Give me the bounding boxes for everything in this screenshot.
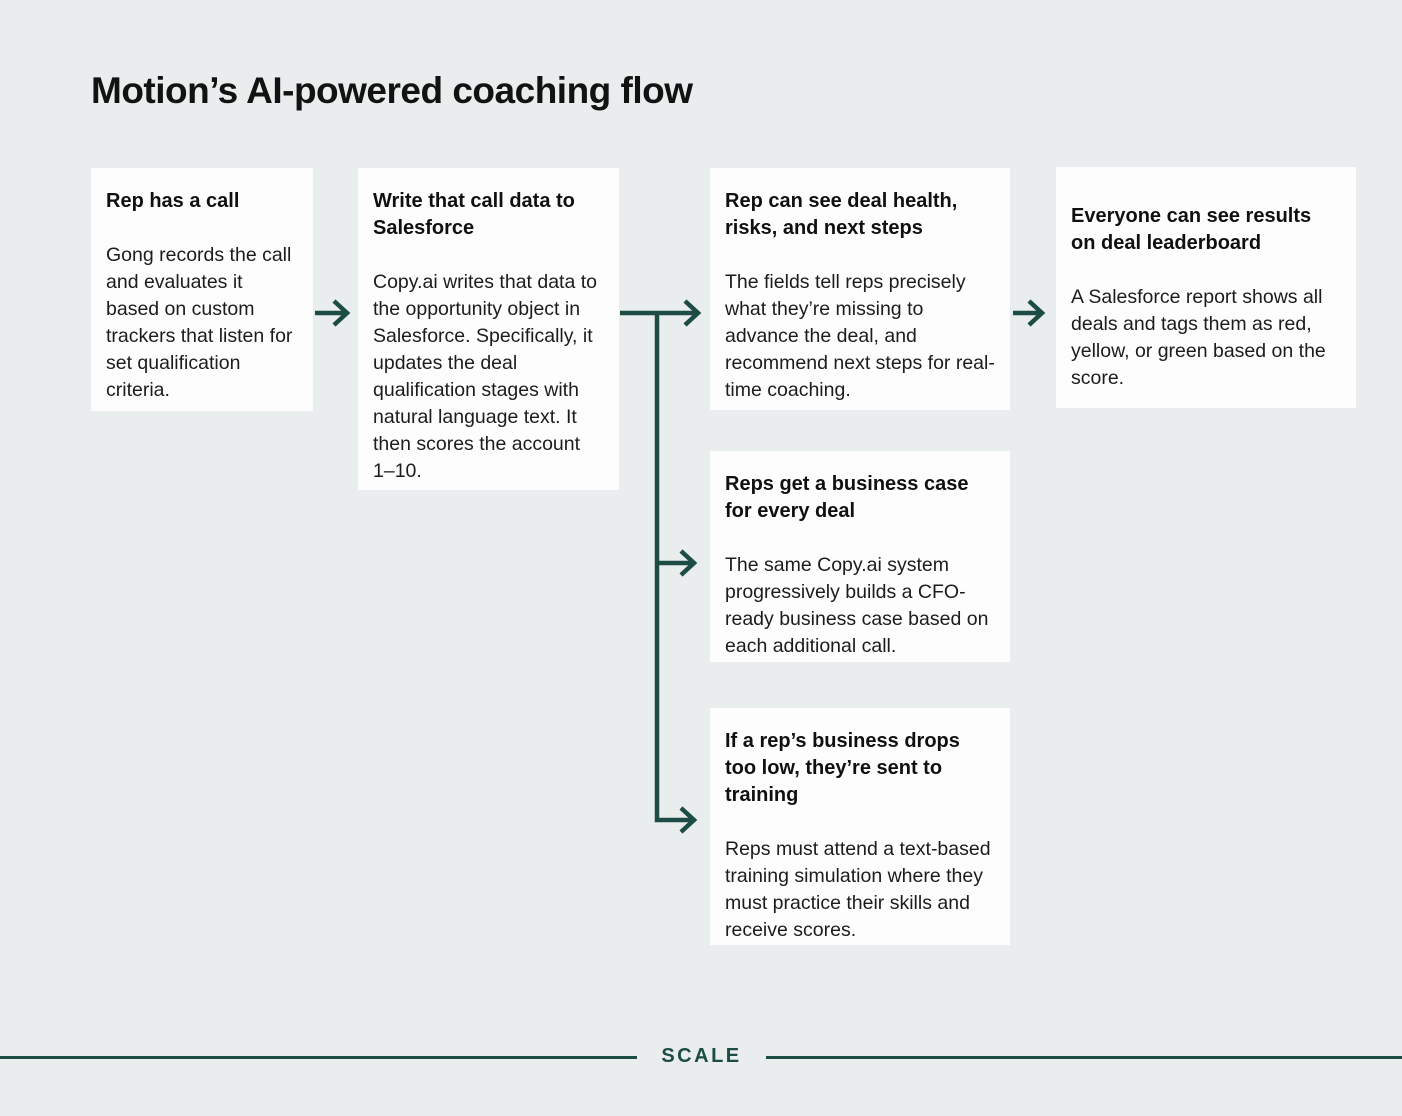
arrow-step3-to-step4-icon [1013, 299, 1046, 327]
flow-card-rep-has-call: Rep has a call Gong records the call and… [91, 168, 313, 411]
card-body: Copy.ai writes that data to the opportun… [373, 271, 598, 482]
card-title: Rep can see deal health, risks, and next… [725, 190, 958, 239]
card-body: Gong records the call and evaluates it b… [106, 244, 293, 401]
card-title: Write that call data to Salesforce [373, 190, 575, 239]
card-body: A Salesforce report shows all deals and … [1071, 286, 1326, 389]
arrow-branch-to-business-case-icon [657, 549, 698, 577]
flow-card-deal-health: Rep can see deal health, risks, and next… [710, 168, 1010, 410]
footer-divider-left [0, 1056, 637, 1059]
card-title: If a rep’s business drops too low, they’… [725, 730, 960, 806]
card-body: The fields tell reps precisely what they… [725, 271, 995, 401]
footer-divider-right [766, 1056, 1402, 1059]
flow-card-deal-leaderboard: Everyone can see results on deal leaderb… [1056, 167, 1356, 408]
card-title: Everyone can see results on deal leaderb… [1071, 205, 1312, 254]
flow-card-business-case: Reps get a business case for every deal … [710, 451, 1010, 662]
arrow-step1-to-step2-icon [315, 299, 351, 327]
card-body: The same Copy.ai system progressively bu… [725, 554, 989, 657]
scale-logo: SCALE [661, 1045, 742, 1067]
card-body: Reps must attend a text-based training s… [725, 838, 991, 941]
card-title: Rep has a call [106, 190, 240, 212]
card-title: Reps get a business case for every deal [725, 473, 969, 522]
connector-branch-vertical-and-training-arrow-icon [654, 313, 698, 834]
flow-card-training: If a rep’s business drops too low, they’… [710, 708, 1010, 945]
page-title: Motion’s AI-powered coaching flow [91, 70, 693, 111]
arrow-step2-to-step3-icon [620, 299, 702, 327]
flow-card-write-call-data: Write that call data to Salesforce Copy.… [358, 168, 619, 490]
